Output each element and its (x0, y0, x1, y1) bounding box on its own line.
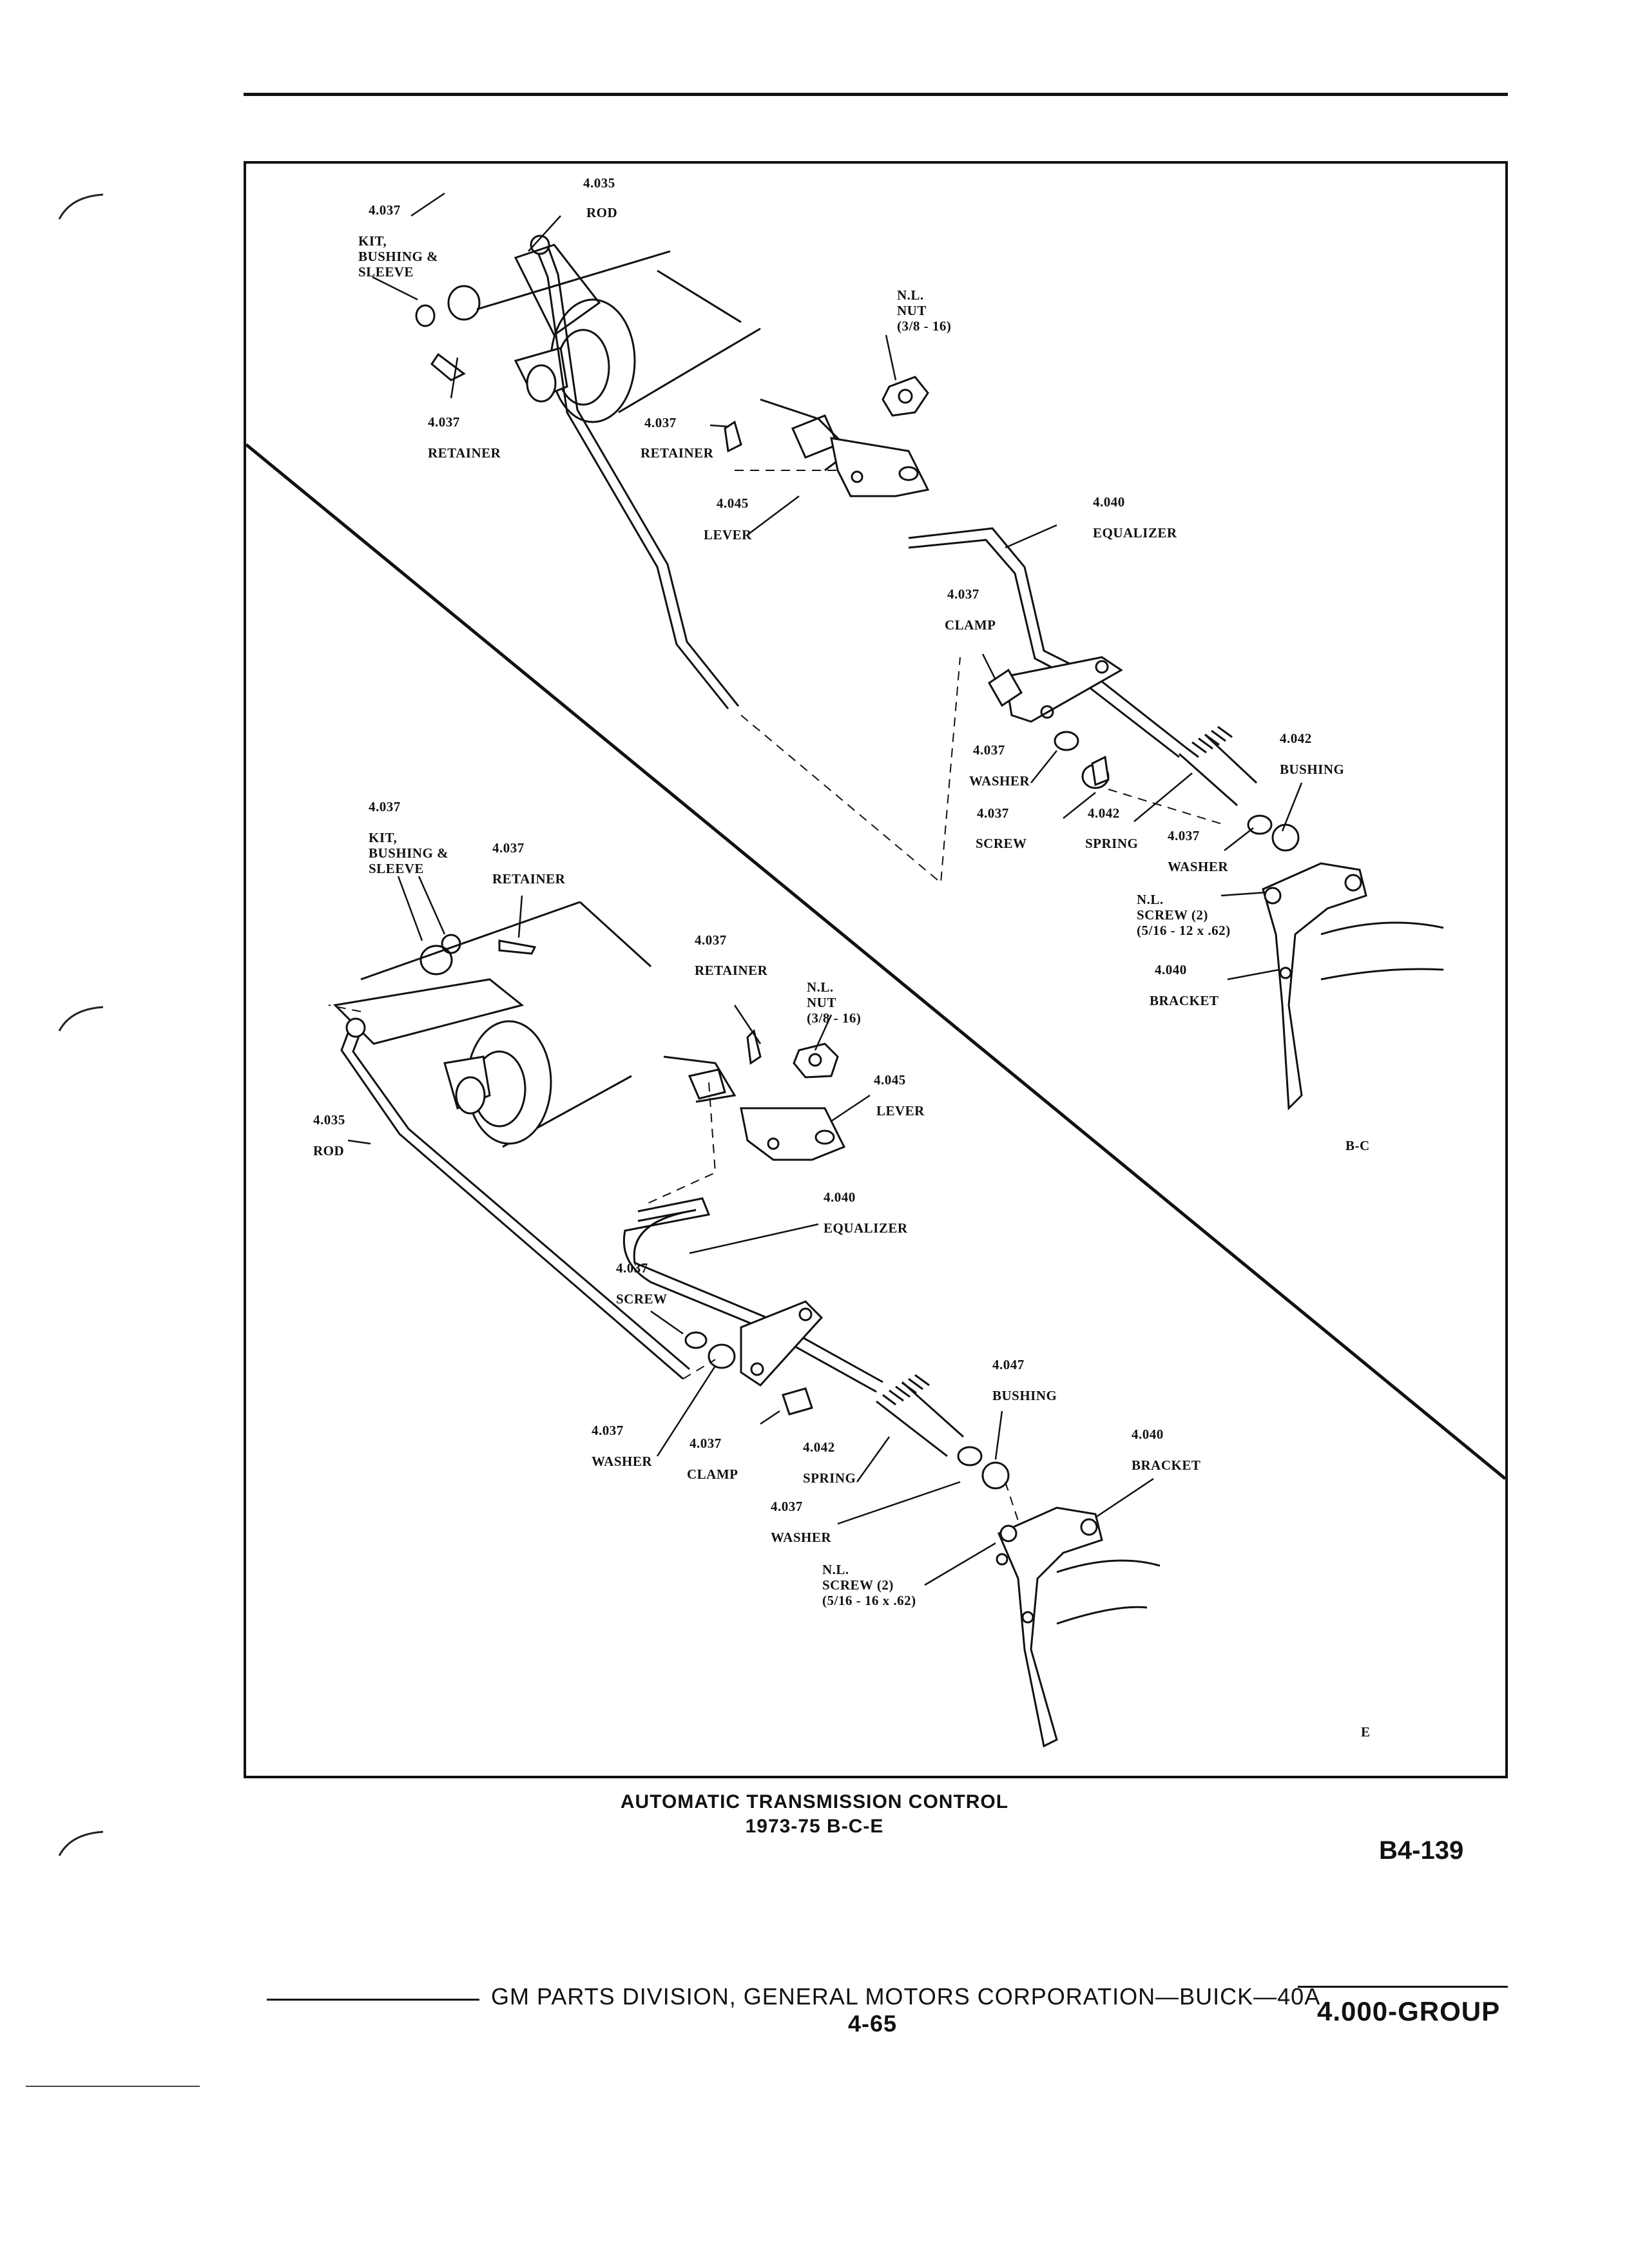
footer-publisher: GM PARTS DIVISION, GENERAL MOTORS CORPOR… (491, 1983, 1321, 2010)
upper-nut-label: N.L. NUT (3/8 - 16) (897, 287, 952, 334)
plate-id: B4-139 (1379, 1836, 1464, 1865)
upper-washer-number-1: 4.037 (973, 742, 1005, 758)
lower-lever-label: LEVER (876, 1103, 925, 1119)
lower-spring-label: SPRING (803, 1470, 856, 1486)
lower-callout-lines (347, 876, 1154, 1586)
lower-bushing-label: BUSHING (992, 1388, 1057, 1403)
upper-equalizer-number: 4.040 (1093, 494, 1125, 510)
lower-equalizer-number: 4.040 (824, 1189, 856, 1205)
lower-retainer-label-1: RETAINER (492, 871, 566, 887)
upper-kit-label: KIT, BUSHING & SLEEVE (358, 233, 439, 280)
figure-caption-years: 1973-75 B-C-E (745, 1816, 884, 1837)
upper-retainer-label-1: RETAINER (428, 445, 501, 461)
lower-rod (340, 934, 690, 1380)
upper-kit-number: 4.037 (369, 202, 401, 218)
figure-caption-title: AUTOMATIC TRANSMISSION CONTROL (620, 1791, 1009, 1812)
upper-spring-number: 4.042 (1088, 805, 1120, 821)
upper-screw-number: 4.037 (977, 805, 1009, 821)
view-tag-b-c: B-C (1345, 1138, 1370, 1153)
lower-screw-label: SCREW (616, 1291, 668, 1307)
upper-washers-bushing (1054, 731, 1300, 852)
lower-kit-label: KIT, BUSHING & SLEEVE (369, 830, 449, 876)
lower-clamp-label: CLAMP (687, 1466, 738, 1482)
lower-washer-number-1: 4.037 (592, 1423, 624, 1438)
upper-spring (1179, 726, 1258, 807)
lower-equalizer (622, 1197, 883, 1416)
lower-retainer-label-2: RETAINER (695, 963, 768, 978)
upper-retainer-number-2: 4.037 (644, 415, 677, 430)
lower-washer-label-1: WASHER (592, 1454, 653, 1469)
footer-page-number: 4-65 (848, 2010, 898, 2037)
lower-spring (876, 1374, 965, 1457)
footer-rule-left (267, 1999, 479, 2001)
lower-bushing-number: 4.047 (992, 1357, 1025, 1372)
lower-steering-column (333, 901, 652, 1148)
upper-bushing-number: 4.042 (1280, 731, 1312, 746)
upper-nl-screw-label: N.L. SCREW (2) (5/16 - 12 x .62) (1137, 892, 1231, 938)
upper-bracket-number: 4.040 (1155, 962, 1187, 977)
upper-lever-number: 4.045 (717, 495, 749, 511)
lower-bracket-number: 4.040 (1132, 1427, 1164, 1442)
upper-washer-label-2: WASHER (1168, 859, 1229, 874)
upper-equalizer-label: EQUALIZER (1093, 525, 1177, 541)
upper-washer-number-2: 4.037 (1168, 828, 1200, 843)
upper-clamp-number: 4.037 (947, 586, 979, 602)
top-rule (244, 93, 1508, 96)
lower-dashed-guides (328, 1004, 1019, 1521)
lower-rod-label: ROD (313, 1143, 345, 1158)
lower-nut-label: N.L. NUT (3/8 - 16) (807, 979, 862, 1026)
view-divider (245, 443, 1507, 1480)
lower-equalizer-label: EQUALIZER (824, 1220, 908, 1236)
upper-lever-assembly (724, 376, 930, 497)
lower-screw-number: 4.037 (616, 1260, 648, 1276)
upper-washer-label-1: WASHER (969, 773, 1030, 789)
lower-retainer-number-1: 4.037 (492, 840, 525, 856)
upper-callout-lines (372, 192, 1303, 981)
lower-lever-assembly (663, 1029, 846, 1161)
upper-steering-column (476, 250, 761, 423)
upper-bushing-label: BUSHING (1280, 762, 1345, 777)
upper-screw-label: SCREW (976, 836, 1027, 851)
lower-retainer-number-2: 4.037 (695, 932, 727, 948)
upper-clamp-label: CLAMP (945, 617, 996, 633)
upper-rod-label: ROD (586, 205, 618, 220)
lower-bracket (996, 1506, 1161, 1748)
lower-washer-label-2: WASHER (771, 1530, 832, 1545)
footer-group: 4.000-GROUP (1317, 1996, 1501, 2026)
view-tag-e: E (1361, 1724, 1371, 1740)
lower-washers-bushing (684, 1331, 1010, 1490)
upper-lever-label: LEVER (704, 527, 752, 543)
upper-rod (415, 235, 740, 709)
upper-bracket-label: BRACKET (1150, 993, 1219, 1008)
upper-rod-number: 4.035 (583, 175, 615, 191)
lower-washer-number-2: 4.037 (771, 1499, 803, 1514)
upper-retainer-label-2: RETAINER (641, 445, 714, 461)
lower-bracket-label: BRACKET (1132, 1457, 1201, 1473)
footer-rule-right (1298, 1986, 1508, 1988)
lower-spring-number: 4.042 (803, 1439, 835, 1455)
upper-spring-label: SPRING (1085, 836, 1139, 851)
upper-bracket (1262, 862, 1444, 1111)
upper-retainer-number-1: 4.037 (428, 414, 460, 430)
lower-kit-number: 4.037 (369, 799, 401, 814)
lower-nl-screw-label: N.L. SCREW (2) (5/16 - 16 x .62) (822, 1562, 916, 1608)
lower-lever-number: 4.045 (874, 1072, 906, 1088)
lower-clamp-number: 4.037 (689, 1436, 722, 1451)
diagram-frame (244, 161, 1508, 1778)
upper-dashed-guides (735, 470, 1225, 885)
upper-equalizer (908, 527, 1186, 758)
lower-rod-number: 4.035 (313, 1112, 345, 1128)
